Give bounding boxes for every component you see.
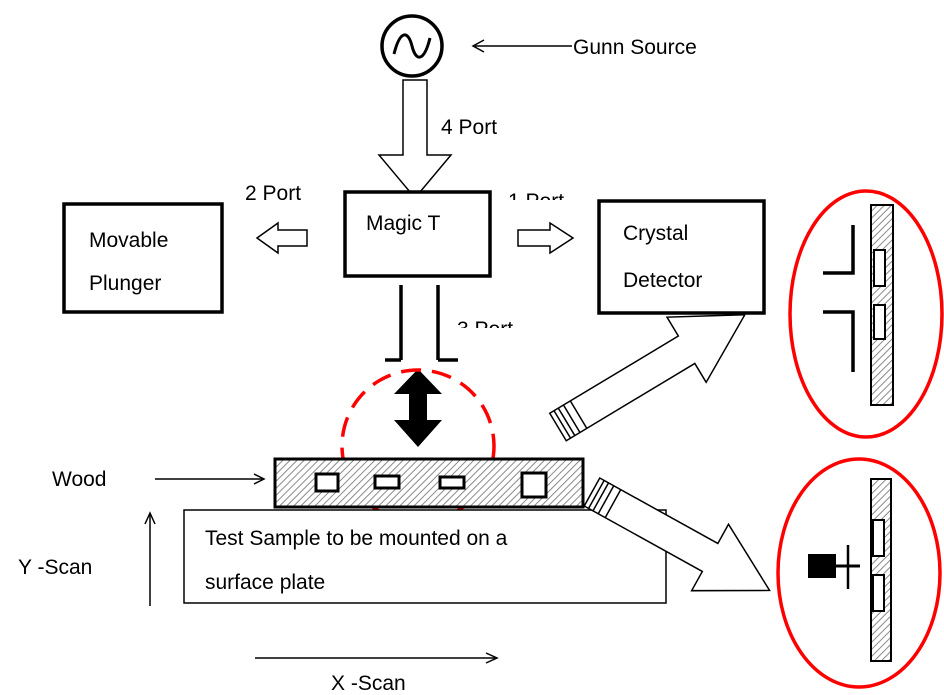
gunn-source-pointer-head xyxy=(471,39,485,53)
upper-zoom-ellipse xyxy=(788,189,944,439)
movable-plunger-box xyxy=(62,202,224,314)
port4-label: 4 Port xyxy=(441,116,497,139)
y-scan-arrow-head xyxy=(144,511,156,525)
gunn-source xyxy=(380,14,444,78)
plunger-label-line1: Movable xyxy=(89,229,168,252)
upper-cavity-2 xyxy=(873,304,886,340)
sine-wave-icon xyxy=(392,33,432,59)
lower-probe-block xyxy=(808,554,836,578)
lower-zoom-arrow xyxy=(583,476,771,592)
x-scan-arrow-head xyxy=(485,652,499,664)
test-sample-box xyxy=(183,509,667,604)
defect-cavity-1 xyxy=(314,472,340,493)
port3-label: 3 Port xyxy=(457,318,513,341)
double-headed-arrow xyxy=(394,369,442,447)
wood-label: Wood xyxy=(52,468,106,491)
crystal-detector-box xyxy=(597,199,766,315)
port1-label-clip: 1 Port xyxy=(508,190,564,213)
x-scan-label: X -Scan xyxy=(331,672,406,695)
gunn-source-label: Gunn Source xyxy=(573,36,697,59)
defect-cavity-2 xyxy=(373,474,401,490)
lower-zoom-detail xyxy=(776,457,942,689)
y-scan-label: Y -Scan xyxy=(18,556,92,579)
port1-label: 1 Port xyxy=(508,190,564,213)
port1-arrow xyxy=(517,221,575,255)
detector-label-line2: Detector xyxy=(623,269,702,292)
port3-label-clip: 3 Port xyxy=(457,318,513,341)
lower-cavity-2 xyxy=(872,574,885,612)
plunger-label-line2: Plunger xyxy=(89,272,161,295)
test-sample-label-line2: surface plate xyxy=(205,571,325,594)
upper-zoom-arrow xyxy=(548,313,747,442)
test-sample-label-line1: Test Sample to be mounted on a xyxy=(205,527,508,550)
magic-t-box xyxy=(343,190,492,278)
port4-arrow xyxy=(377,79,453,200)
magic-t-label: Magic T xyxy=(366,212,440,235)
detector-label-line1: Crystal xyxy=(623,222,688,245)
inspection-zone-dashed-circle xyxy=(340,368,496,524)
upper-waveguide-top xyxy=(823,225,855,275)
lower-cavity-1 xyxy=(872,519,885,557)
lower-wood-section xyxy=(870,478,892,662)
upper-waveguide-bottom xyxy=(823,310,855,372)
upper-cavity-1 xyxy=(873,249,886,287)
lower-zoom-ellipse xyxy=(776,457,942,689)
port2-label: 2 Port xyxy=(245,182,301,205)
upper-zoom-detail xyxy=(788,189,944,439)
defect-cavity-4 xyxy=(520,471,548,499)
port2-arrow xyxy=(255,221,308,255)
wood-pointer-head xyxy=(253,473,266,485)
defect-cavity-3 xyxy=(438,475,466,490)
